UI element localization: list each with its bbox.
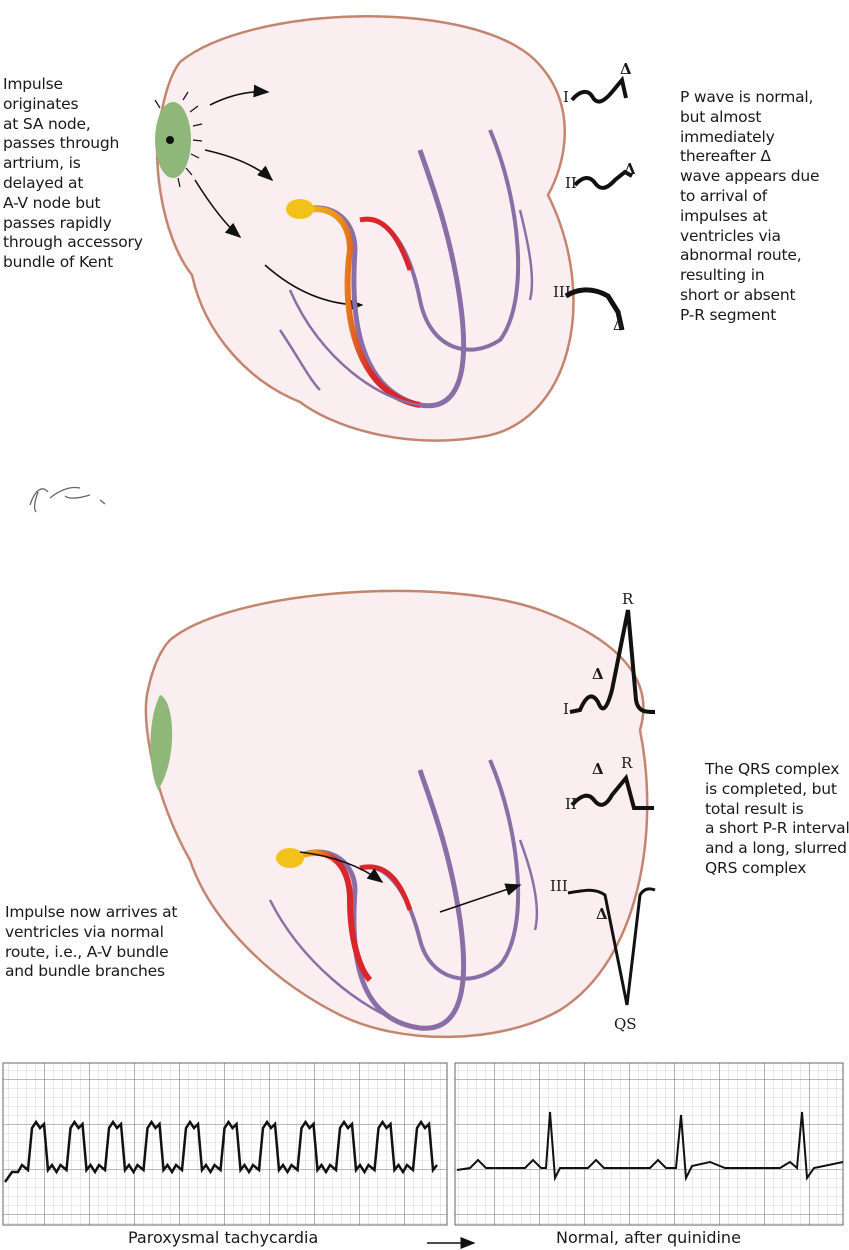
lead-label-ii: II — [565, 795, 577, 813]
lead-label-ii: II — [565, 174, 577, 192]
ecg-strip-normal — [454, 1062, 844, 1226]
lead-label-iii: III — [550, 877, 568, 895]
qs-label: QS — [614, 1015, 637, 1033]
heart-bottom — [144, 589, 649, 1039]
ecg-strip-tachycardia — [2, 1062, 448, 1226]
sa-node — [150, 695, 173, 790]
netter-signature — [29, 486, 106, 513]
delta-label: Δ — [596, 905, 608, 923]
delta-label: Δ — [613, 316, 625, 334]
delta-label: Δ — [624, 160, 636, 178]
ecg-caption-tachycardia: Paroxysmal tachycardia — [128, 1228, 319, 1247]
lead-label-iii: III — [553, 283, 571, 301]
ecg-caption-normal: Normal, after quinidine — [556, 1228, 741, 1247]
lead-label-i: I — [563, 700, 569, 718]
delta-label: Δ — [620, 60, 632, 78]
lead-waves-top — [564, 75, 633, 331]
tachycardia-trace — [3, 1119, 438, 1183]
r-label: R — [622, 590, 634, 608]
heart-top — [154, 15, 575, 442]
impulse-arrows — [299, 851, 522, 913]
normal-trace — [456, 1111, 844, 1182]
r-label: R — [621, 754, 633, 772]
delta-label: Δ — [592, 760, 604, 778]
delta-label: Δ — [592, 665, 604, 683]
lead-label-i: I — [563, 88, 569, 106]
lead-waves-bottom — [567, 609, 656, 1006]
